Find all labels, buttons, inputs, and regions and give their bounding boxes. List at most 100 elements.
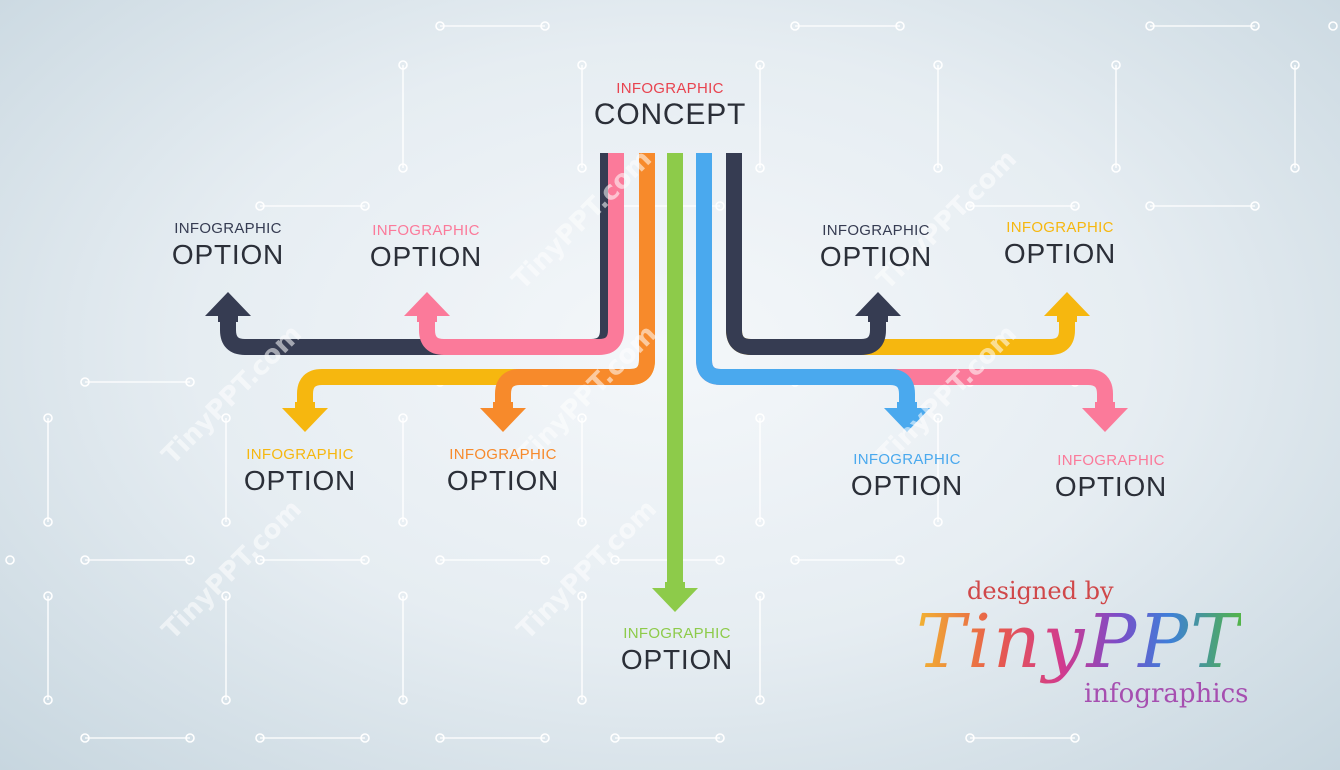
circuit-node [895, 21, 905, 31]
circuit-node [221, 413, 231, 423]
circuit-node [1070, 733, 1080, 743]
option-kicker: INFOGRAPHIC [1006, 219, 1114, 236]
option-kicker: INFOGRAPHIC [449, 446, 557, 463]
circuit-node [360, 555, 370, 565]
circuit-node [80, 377, 90, 387]
circuit-node [610, 555, 620, 565]
circuit-node [577, 591, 587, 601]
option-kicker: INFOGRAPHIC [174, 220, 282, 237]
circuit-node [790, 555, 800, 565]
circuit-node [398, 60, 408, 70]
option-heading: OPTION [1003, 238, 1117, 269]
circuit-node [1145, 201, 1155, 211]
circuit-node [255, 555, 265, 565]
brand-designed-by: designed by [967, 577, 1114, 605]
circuit-node [933, 517, 943, 527]
circuit-node [755, 413, 765, 423]
orange-left-arrow [495, 153, 655, 402]
circuit-node [185, 555, 195, 565]
circuit-node [540, 555, 550, 565]
option-label-navy-right: INFOGRAPHIC OPTION [766, 222, 986, 274]
circuit-node [965, 733, 975, 743]
circuit-node [755, 163, 765, 173]
circuit-node [577, 695, 587, 705]
circuit-node [1111, 163, 1121, 173]
option-kicker: INFOGRAPHIC [853, 451, 961, 468]
brand-logo: designed by TinyPPT infographics [912, 575, 1312, 725]
blue-right-arrow [696, 153, 915, 402]
concept-kicker: INFOGRAPHIC [616, 80, 724, 97]
option-heading: OPTION [243, 465, 357, 496]
option-kicker: INFOGRAPHIC [372, 222, 480, 239]
circuit-node [435, 733, 445, 743]
circuit-node [933, 413, 943, 423]
circuit-node [577, 60, 587, 70]
circuit-node [933, 60, 943, 70]
circuit-node [933, 163, 943, 173]
circuit-node [1328, 21, 1338, 31]
circuit-node [360, 733, 370, 743]
circuit-node [1070, 201, 1080, 211]
circuit-node [398, 517, 408, 527]
circuit-node [1290, 163, 1300, 173]
circuit-node [1250, 21, 1260, 31]
circuit-node [755, 517, 765, 527]
circuit-node [610, 733, 620, 743]
option-label-pink-left: INFOGRAPHIC OPTION [316, 222, 536, 274]
circuit-node [790, 21, 800, 31]
circuit-node [43, 591, 53, 601]
circuit-node [398, 591, 408, 601]
circuit-node [5, 555, 15, 565]
navy-right-arrow [726, 153, 886, 355]
pink-left-arrowhead [404, 292, 450, 322]
circuit-node [43, 517, 53, 527]
circuit-node [715, 733, 725, 743]
circuit-node [185, 733, 195, 743]
circuit-node [185, 377, 195, 387]
circuit-node [1145, 21, 1155, 31]
orange-left-arrowhead [480, 402, 526, 432]
circuit-node [577, 517, 587, 527]
option-kicker: INFOGRAPHIC [623, 625, 731, 642]
option-label-pink-right: INFOGRAPHIC OPTION [1001, 452, 1221, 504]
circuit-node [435, 555, 445, 565]
yellow-right-arrowhead [1044, 292, 1090, 322]
pink-left-arrow [419, 153, 624, 355]
option-kicker: INFOGRAPHIC [1057, 452, 1165, 469]
circuit-node [360, 201, 370, 211]
circuit-node [1111, 60, 1121, 70]
circuit-node [895, 555, 905, 565]
option-heading: OPTION [819, 241, 933, 272]
circuit-node [80, 733, 90, 743]
circuit-node [1290, 60, 1300, 70]
circuit-node [398, 413, 408, 423]
brand-tagline: infographics [1084, 679, 1249, 709]
circuit-node [80, 555, 90, 565]
green-center-arrowhead [652, 582, 698, 612]
circuit-node [540, 21, 550, 31]
option-label-navy-left: INFOGRAPHIC OPTION [118, 220, 338, 272]
option-kicker: INFOGRAPHIC [822, 222, 930, 239]
circuit-node [221, 695, 231, 705]
option-heading: OPTION [171, 239, 285, 270]
option-heading: OPTION [1054, 471, 1168, 502]
circuit-node [755, 60, 765, 70]
option-label-green-bottom: INFOGRAPHIC OPTION [567, 625, 787, 677]
circuit-node [398, 695, 408, 705]
circuit-node [755, 695, 765, 705]
circuit-node [715, 201, 725, 211]
pink-right-arrowhead [1082, 402, 1128, 432]
option-label-yellow-right: INFOGRAPHIC OPTION [950, 219, 1170, 271]
concept-title: INFOGRAPHIC CONCEPT [560, 80, 780, 132]
option-label-yellow-left: INFOGRAPHIC OPTION [190, 446, 410, 498]
circuit-node [755, 591, 765, 601]
circuit-node [540, 733, 550, 743]
navy-right-arrowhead [855, 292, 901, 322]
circuit-node [577, 413, 587, 423]
option-heading: OPTION [850, 470, 964, 501]
circuit-node [1250, 201, 1260, 211]
circuit-node [577, 163, 587, 173]
option-heading: OPTION [369, 241, 483, 272]
option-heading: OPTION [446, 465, 560, 496]
